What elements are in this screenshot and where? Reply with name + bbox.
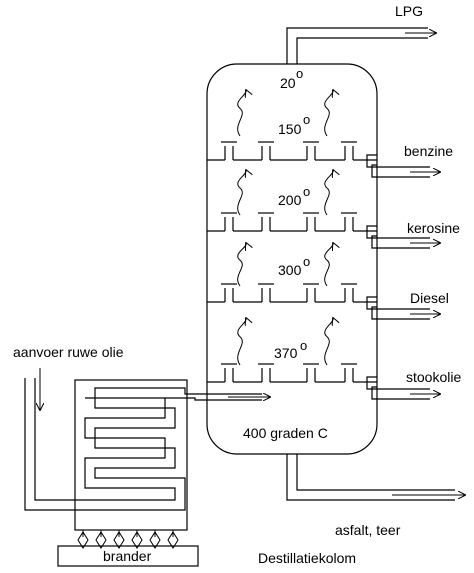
degree-370-mark: o [300,338,307,353]
vapor-arrow [237,90,246,137]
side-outlet-pipe [366,296,430,320]
burner-flames [77,530,179,549]
side-outlet-pipe [366,376,430,400]
vapor-arrow [237,243,246,287]
vapor-arrow [324,90,333,137]
degree-200-mark: o [303,184,310,199]
tray-4 [207,368,377,383]
flame-icon [149,531,161,549]
column-label: Destillatiekolom [258,550,356,566]
vapor-arrows [237,90,333,366]
flame-icon [113,531,125,549]
degree-20-mark: o [296,66,303,81]
vapor-arrow [324,170,333,216]
vapor-arrow [324,318,333,366]
tray-3 [207,288,377,303]
tray-1 [207,146,377,161]
stookolie-label: stookolie [406,369,461,385]
lpg-label: LPG [395,3,423,19]
burner-label: brander [103,548,152,564]
heating-coil [24,378,262,511]
vapor-arrow [237,170,246,216]
flame-icon [131,531,143,549]
asfalt-label: asfalt, teer [335,522,401,538]
diesel-label: Diesel [410,290,449,306]
trays [207,141,377,383]
temp-20-label: 20 [280,75,296,91]
distillation-column [206,63,378,455]
lpg-outlet-pipe [286,27,436,64]
kerosine-label: kerosine [407,220,460,236]
bottom-outlet-pipe [286,454,465,501]
vapor-arrow [237,318,246,366]
benzine-label: benzine [404,143,453,159]
temp-200-label: 200 [278,192,302,208]
furnace-box [74,379,188,531]
flame-icon [167,531,179,549]
degree-300-mark: o [303,254,310,269]
tray-2 [207,217,377,232]
temp-150-label: 150 [278,121,302,137]
side-outlets [366,154,440,400]
vapor-arrow [324,243,333,287]
degree-150-mark: o [303,112,310,127]
side-outlet-pipe [366,154,430,178]
flame-icon [95,531,107,549]
burner-base [57,545,199,567]
temp-370-label: 370 [274,345,298,361]
bottom-temperature-label: 400 graden C [243,425,328,441]
temp-300-label: 300 [278,262,302,278]
feed-label: aanvoer ruwe olie [13,344,124,360]
side-outlet-pipe [366,225,430,249]
flame-icon [77,531,89,549]
